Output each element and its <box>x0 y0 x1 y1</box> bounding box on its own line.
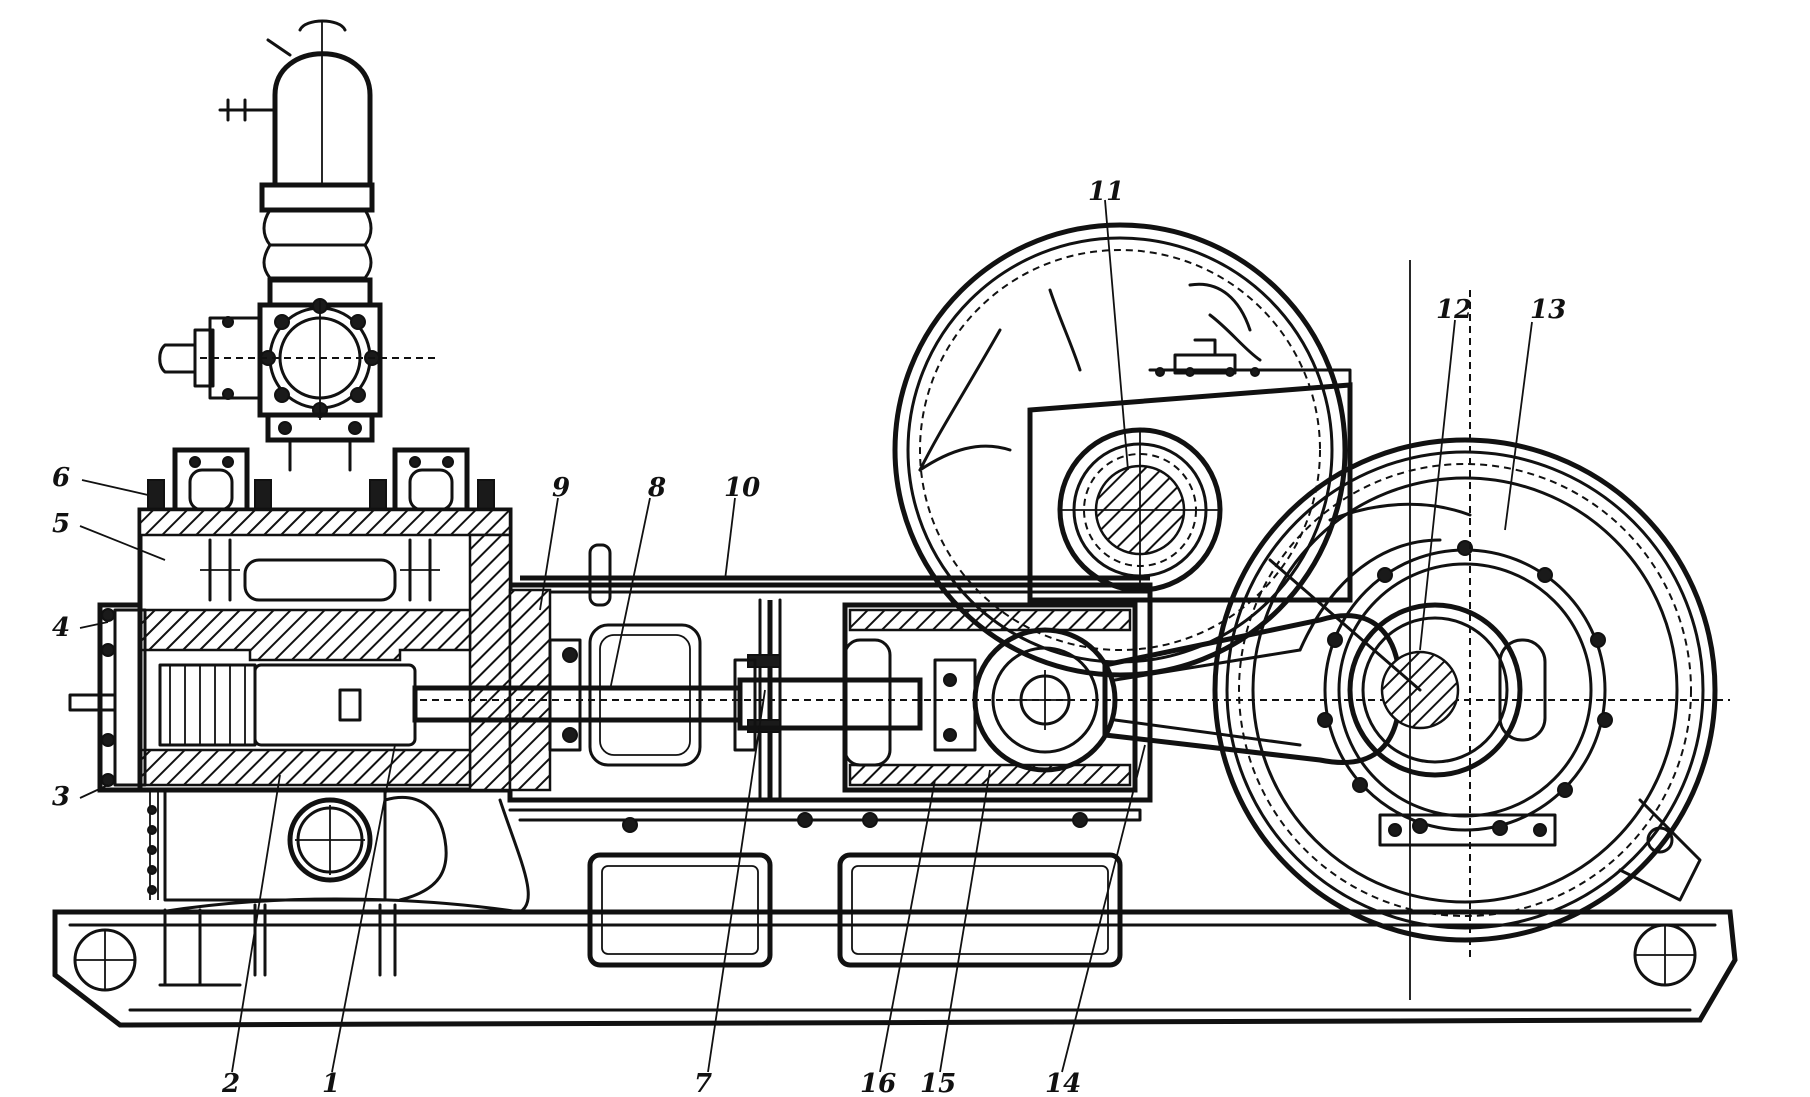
callout-1: 1 <box>322 1069 340 1097</box>
callout-6: 6 <box>52 463 70 493</box>
valve-head-block <box>158 298 440 472</box>
callout-7: 7 <box>694 1069 712 1097</box>
base-frame <box>52 903 1738 1028</box>
callout-11: 11 <box>1088 177 1124 207</box>
frame-windows <box>587 852 1123 968</box>
callout-12: 12 <box>1436 295 1472 325</box>
callout-5: 5 <box>52 509 70 539</box>
callout-8: 8 <box>647 473 666 503</box>
gear-housing <box>1027 338 1353 603</box>
callout-9: 9 <box>552 473 570 503</box>
callout-16: 16 <box>860 1069 896 1097</box>
drive-pulley <box>892 222 1348 678</box>
suction-port <box>163 788 448 902</box>
callouts: 1 2 3 4 5 6 7 8 9 10 11 12 13 <box>52 177 1566 1097</box>
callout-13: 13 <box>1530 295 1566 325</box>
callout-10: 10 <box>724 473 760 503</box>
crosshead <box>420 602 1730 793</box>
cylinder-block <box>68 447 582 900</box>
callout-15: 15 <box>920 1069 956 1097</box>
main-gear-wheel <box>1212 260 1718 1000</box>
callout-14: 14 <box>1045 1069 1081 1097</box>
callout-3: 3 <box>52 782 70 812</box>
piston-rod <box>412 623 923 767</box>
callout-2: 2 <box>221 1069 240 1097</box>
callout-4: 4 <box>52 613 70 643</box>
air-chamber <box>218 19 375 308</box>
